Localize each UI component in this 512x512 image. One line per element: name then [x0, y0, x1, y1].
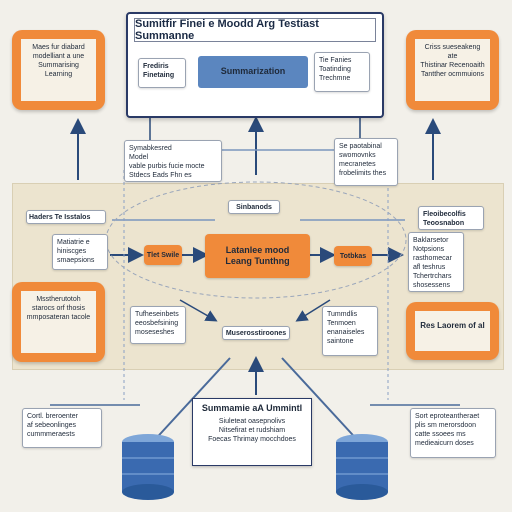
- info-box-mid-left: Msstherutotoh starocs orf thosis mmposat…: [12, 282, 105, 362]
- info-box-top-left: Maes fur diabard modelliant a une Summar…: [12, 30, 105, 110]
- summarization-bar: Summarization: [198, 56, 308, 88]
- database-left-icon: [122, 434, 174, 500]
- lower-left-card: Tufheseinbets eeosbefsining moseseshes: [130, 306, 186, 344]
- output-label: Tie Fanies Toatinding Trechmne: [314, 52, 370, 92]
- tokens-badge: Sinbanods: [228, 200, 280, 214]
- info-box-mid-right: Res Laorem of al: [406, 302, 499, 360]
- right-band-label: Fleoibecolfis Teoosnabon: [418, 206, 484, 230]
- lower-right-card: Tummdlis Tenmoen enanaiseles saintone: [322, 306, 378, 356]
- model-card-upper-right: Se paotabinal swomovnks mecranetes frobe…: [334, 138, 398, 186]
- info-box-top-right: Criss sueseakeng ate Thistinar Recenoait…: [406, 30, 499, 110]
- model-card-upper-left: Symabkesred Model vable purbis fucie moc…: [124, 140, 222, 182]
- right-small-pill: Totbkas: [334, 246, 372, 266]
- left-band-label: Haders Te Isstalos: [26, 210, 106, 224]
- right-band-card: Baklarsetor Notpsions rasthomecar afl te…: [408, 232, 464, 292]
- bottom-left-card: Cortl. breroenter af sebeonlinges cummme…: [22, 408, 102, 448]
- bottom-right-card: Sort eproteantheraet plis sm merorsdoon …: [410, 408, 496, 458]
- database-right-icon: [336, 434, 388, 500]
- input-data-label: Frediris Finetaing: [138, 58, 186, 88]
- left-small-pill: Tlet Swile: [144, 245, 182, 265]
- language-model-finetuning: Latanlee mood Leang Tunthng: [205, 234, 310, 278]
- left-band-card: Matiatrie e hiniscges smaepsions: [52, 234, 108, 270]
- summary-system-panel: Sumitfir Finei e Moodd Arg Testiast Summ…: [126, 12, 384, 118]
- summarization-label: Summarization: [220, 66, 286, 76]
- lower-center-label: Muserosstiroones: [222, 326, 290, 340]
- summary-output-title: Summamie aA Ummintl: [201, 403, 303, 413]
- summary-output-body: Siuleteat oasepnolivs Nitsefirat et ruds…: [208, 418, 296, 443]
- summary-output-panel: Summamie aA Ummintl Siuleteat oasepnoliv…: [192, 398, 312, 466]
- system-title: Sumitfir Finei e Moodd Arg Testiast Summ…: [134, 18, 376, 42]
